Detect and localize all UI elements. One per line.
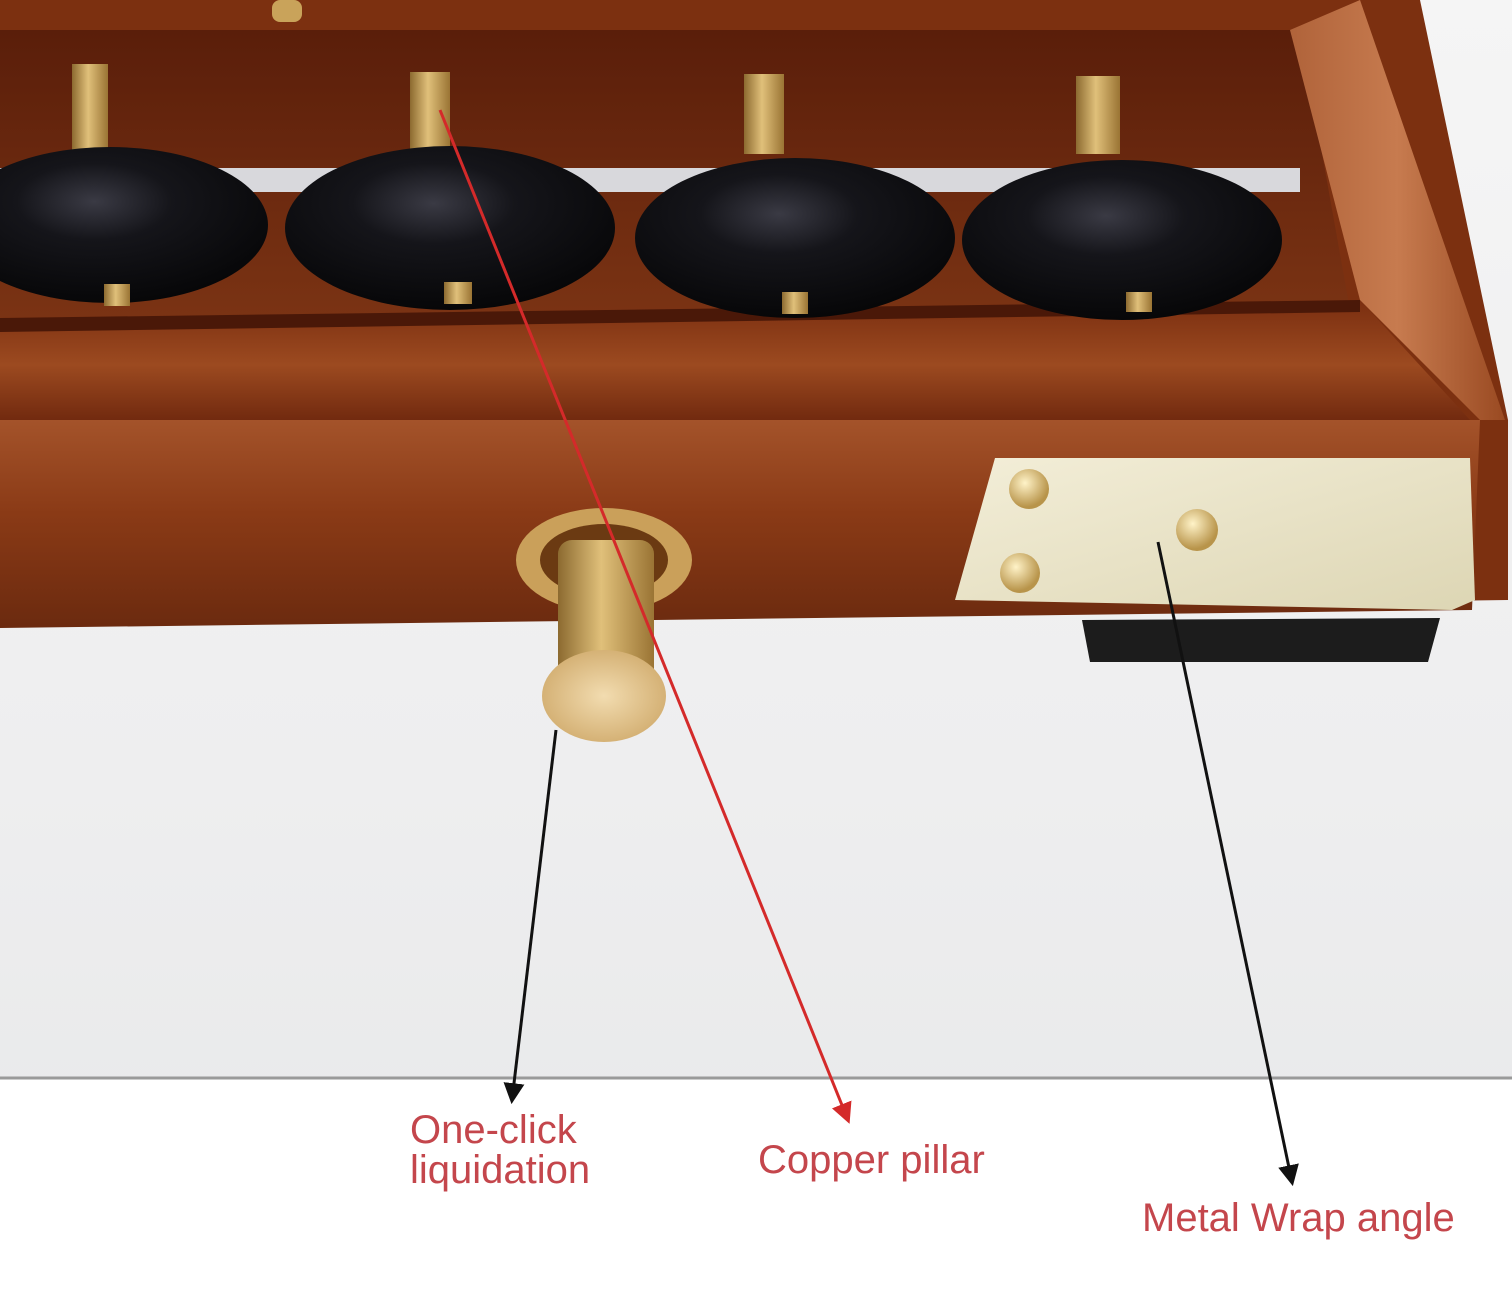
metal-corner-plate — [955, 458, 1475, 662]
one-click-liquidation-label: One-click liquidation — [410, 1110, 590, 1190]
copper-pillar-arrow — [438, 109, 852, 1124]
metal-wrap-angle-label: Metal Wrap angle — [1142, 1196, 1455, 1240]
frame-right-side — [1290, 0, 1505, 420]
abacus-beads — [0, 64, 1282, 320]
one-click-line-2: liquidation — [410, 1148, 591, 1192]
bead-1 — [0, 64, 268, 306]
copper-pillar-label: Copper pillar — [758, 1138, 985, 1182]
liquidation-arrow — [503, 729, 558, 1105]
frame-lip — [0, 300, 1360, 332]
bead-4 — [962, 76, 1282, 320]
wrap-angle-arrow — [1156, 541, 1299, 1187]
bead-3 — [635, 74, 955, 318]
table-surface — [0, 1078, 1512, 1296]
one-click-line-1: One-click — [410, 1108, 577, 1152]
frame-top-rail — [0, 300, 1470, 430]
